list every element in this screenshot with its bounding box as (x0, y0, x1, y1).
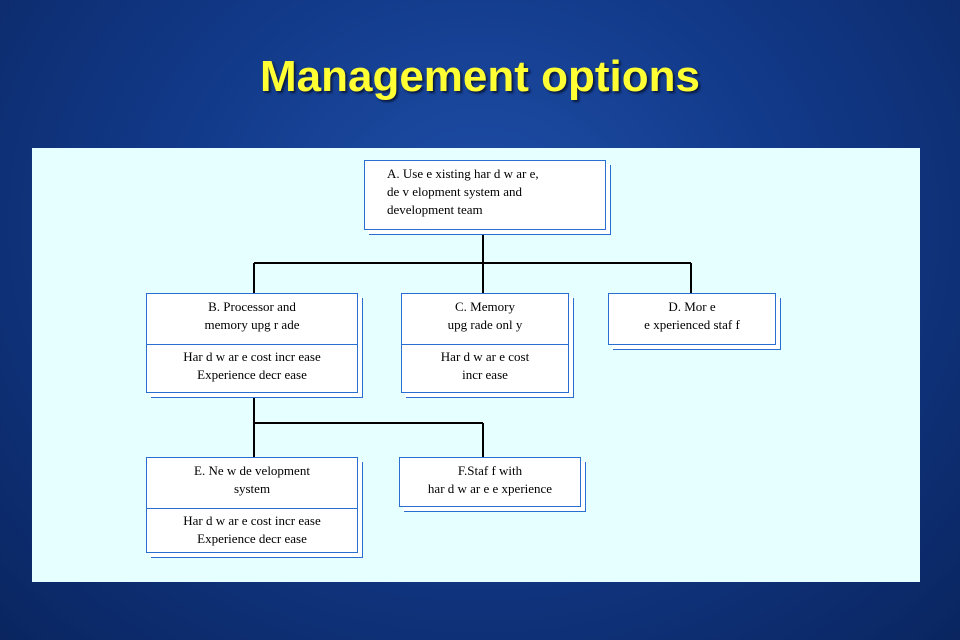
diagram-panel: A. Use e xisting har d w ar e, de v elop… (32, 148, 920, 582)
option-d-box: D. Mor e e xperienced staf f (608, 293, 776, 345)
option-b-box: B. Processor and memory upg r ade Har d … (146, 293, 358, 393)
option-e-label: E. Ne w de velopment system (194, 463, 310, 496)
option-e-effects: Har d w ar e cost incr ease Experience d… (147, 508, 357, 551)
option-a-box: A. Use e xisting har d w ar e, de v elop… (364, 160, 606, 230)
option-d-label: D. Mor e e xperienced staf f (644, 299, 740, 332)
option-a-label: A. Use e xisting har d w ar e, de v elop… (387, 166, 539, 217)
option-b-label: B. Processor and memory upg r ade (204, 299, 300, 332)
option-b-effects: Har d w ar e cost incr ease Experience d… (147, 344, 357, 387)
option-f-box: F.Staf f with har d w ar e e xperience (399, 457, 581, 507)
connector-lines (253, 230, 692, 457)
slide-title: Management options (259, 52, 701, 101)
option-c-label: C. Memory upg rade onl y (447, 299, 523, 332)
option-e-box: E. Ne w de velopment system Har d w ar e… (146, 457, 358, 553)
option-f-label: F.Staf f with har d w ar e e xperience (427, 463, 553, 496)
option-c-box: C. Memory upg rade onl y Har d w ar e co… (401, 293, 569, 393)
option-c-effects: Har d w ar e cost incr ease (402, 344, 568, 387)
